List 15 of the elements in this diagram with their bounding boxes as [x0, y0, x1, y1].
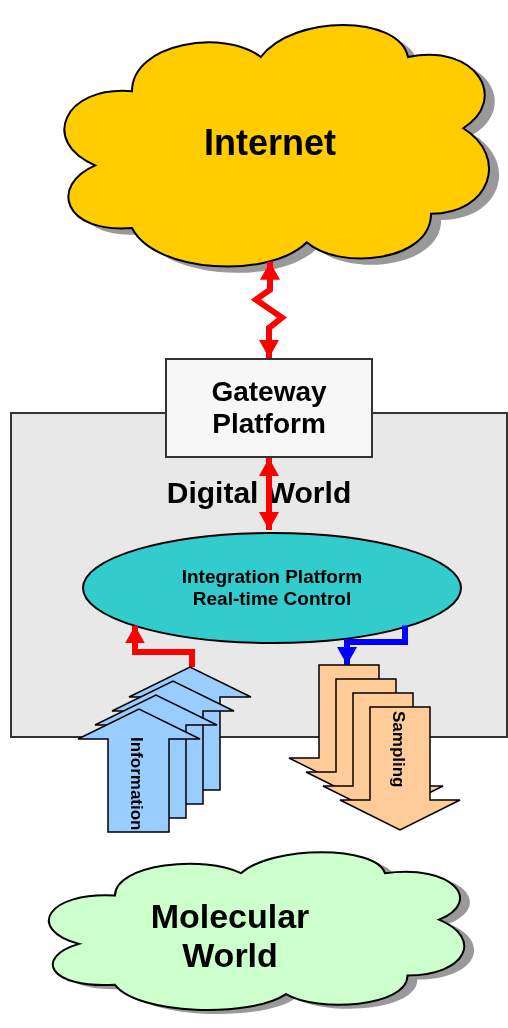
process-box: [165, 358, 373, 458]
node-label: Internet: [203, 121, 337, 164]
connector-arrow: [250, 261, 288, 358]
process-ellipse: [82, 532, 462, 644]
arrow-label: Information: [128, 737, 145, 831]
stacked-block-shape: [78, 667, 251, 832]
node-label: Gateway Platform: [210, 375, 328, 441]
connector-arrow: [337, 625, 408, 665]
node-label: Molecular World: [149, 896, 311, 976]
connector-arrow: [259, 458, 279, 530]
arrow-label: Sampling: [390, 711, 407, 788]
node-label: Real-time Control: [191, 588, 353, 610]
connector-arrow: [125, 625, 195, 667]
stacked-block-shape: [289, 665, 460, 830]
node-label: Integration Platform: [180, 566, 364, 588]
